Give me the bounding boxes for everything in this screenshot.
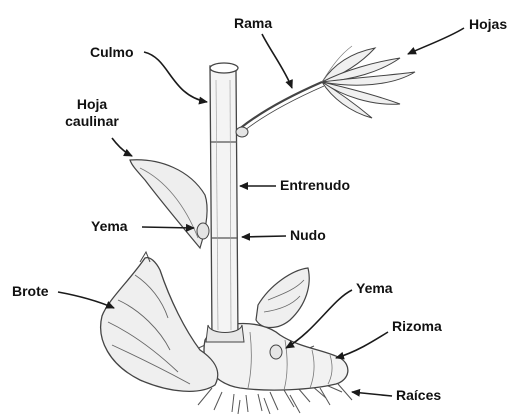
small-sprout — [256, 268, 309, 328]
label-hoja-caulinar-line2: caulinar — [52, 113, 132, 130]
pointer-hoja-caulinar — [112, 138, 132, 156]
label-hoja-caulinar-line1: Hoja — [52, 96, 132, 113]
label-hoja-caulinar: Hoja caulinar — [52, 96, 132, 130]
label-yema-rizoma: Yema — [356, 280, 393, 297]
culm — [206, 63, 244, 342]
pointer-rama — [262, 34, 292, 88]
pointer-rizoma — [336, 332, 388, 358]
pointer-nudo — [242, 236, 286, 237]
pointer-brote — [58, 292, 114, 308]
pointer-raices — [352, 392, 392, 396]
label-hojas: Hojas — [469, 16, 507, 33]
label-raices: Raíces — [396, 387, 441, 404]
culm-leaf — [130, 160, 207, 248]
pointer-culmo — [144, 52, 207, 102]
label-nudo: Nudo — [290, 227, 326, 244]
label-rizoma: Rizoma — [392, 318, 442, 335]
label-yema-tallo: Yema — [91, 218, 128, 235]
pointer-hojas — [408, 28, 464, 54]
label-brote: Brote — [12, 283, 49, 300]
sprout — [101, 252, 218, 391]
label-culmo: Culmo — [90, 44, 134, 61]
label-entrenudo: Entrenudo — [280, 177, 350, 194]
leaves — [322, 46, 415, 118]
branch — [236, 82, 324, 137]
stem-bud — [197, 223, 209, 239]
pointer-yema-tallo — [142, 227, 194, 228]
label-rama: Rama — [234, 15, 272, 32]
